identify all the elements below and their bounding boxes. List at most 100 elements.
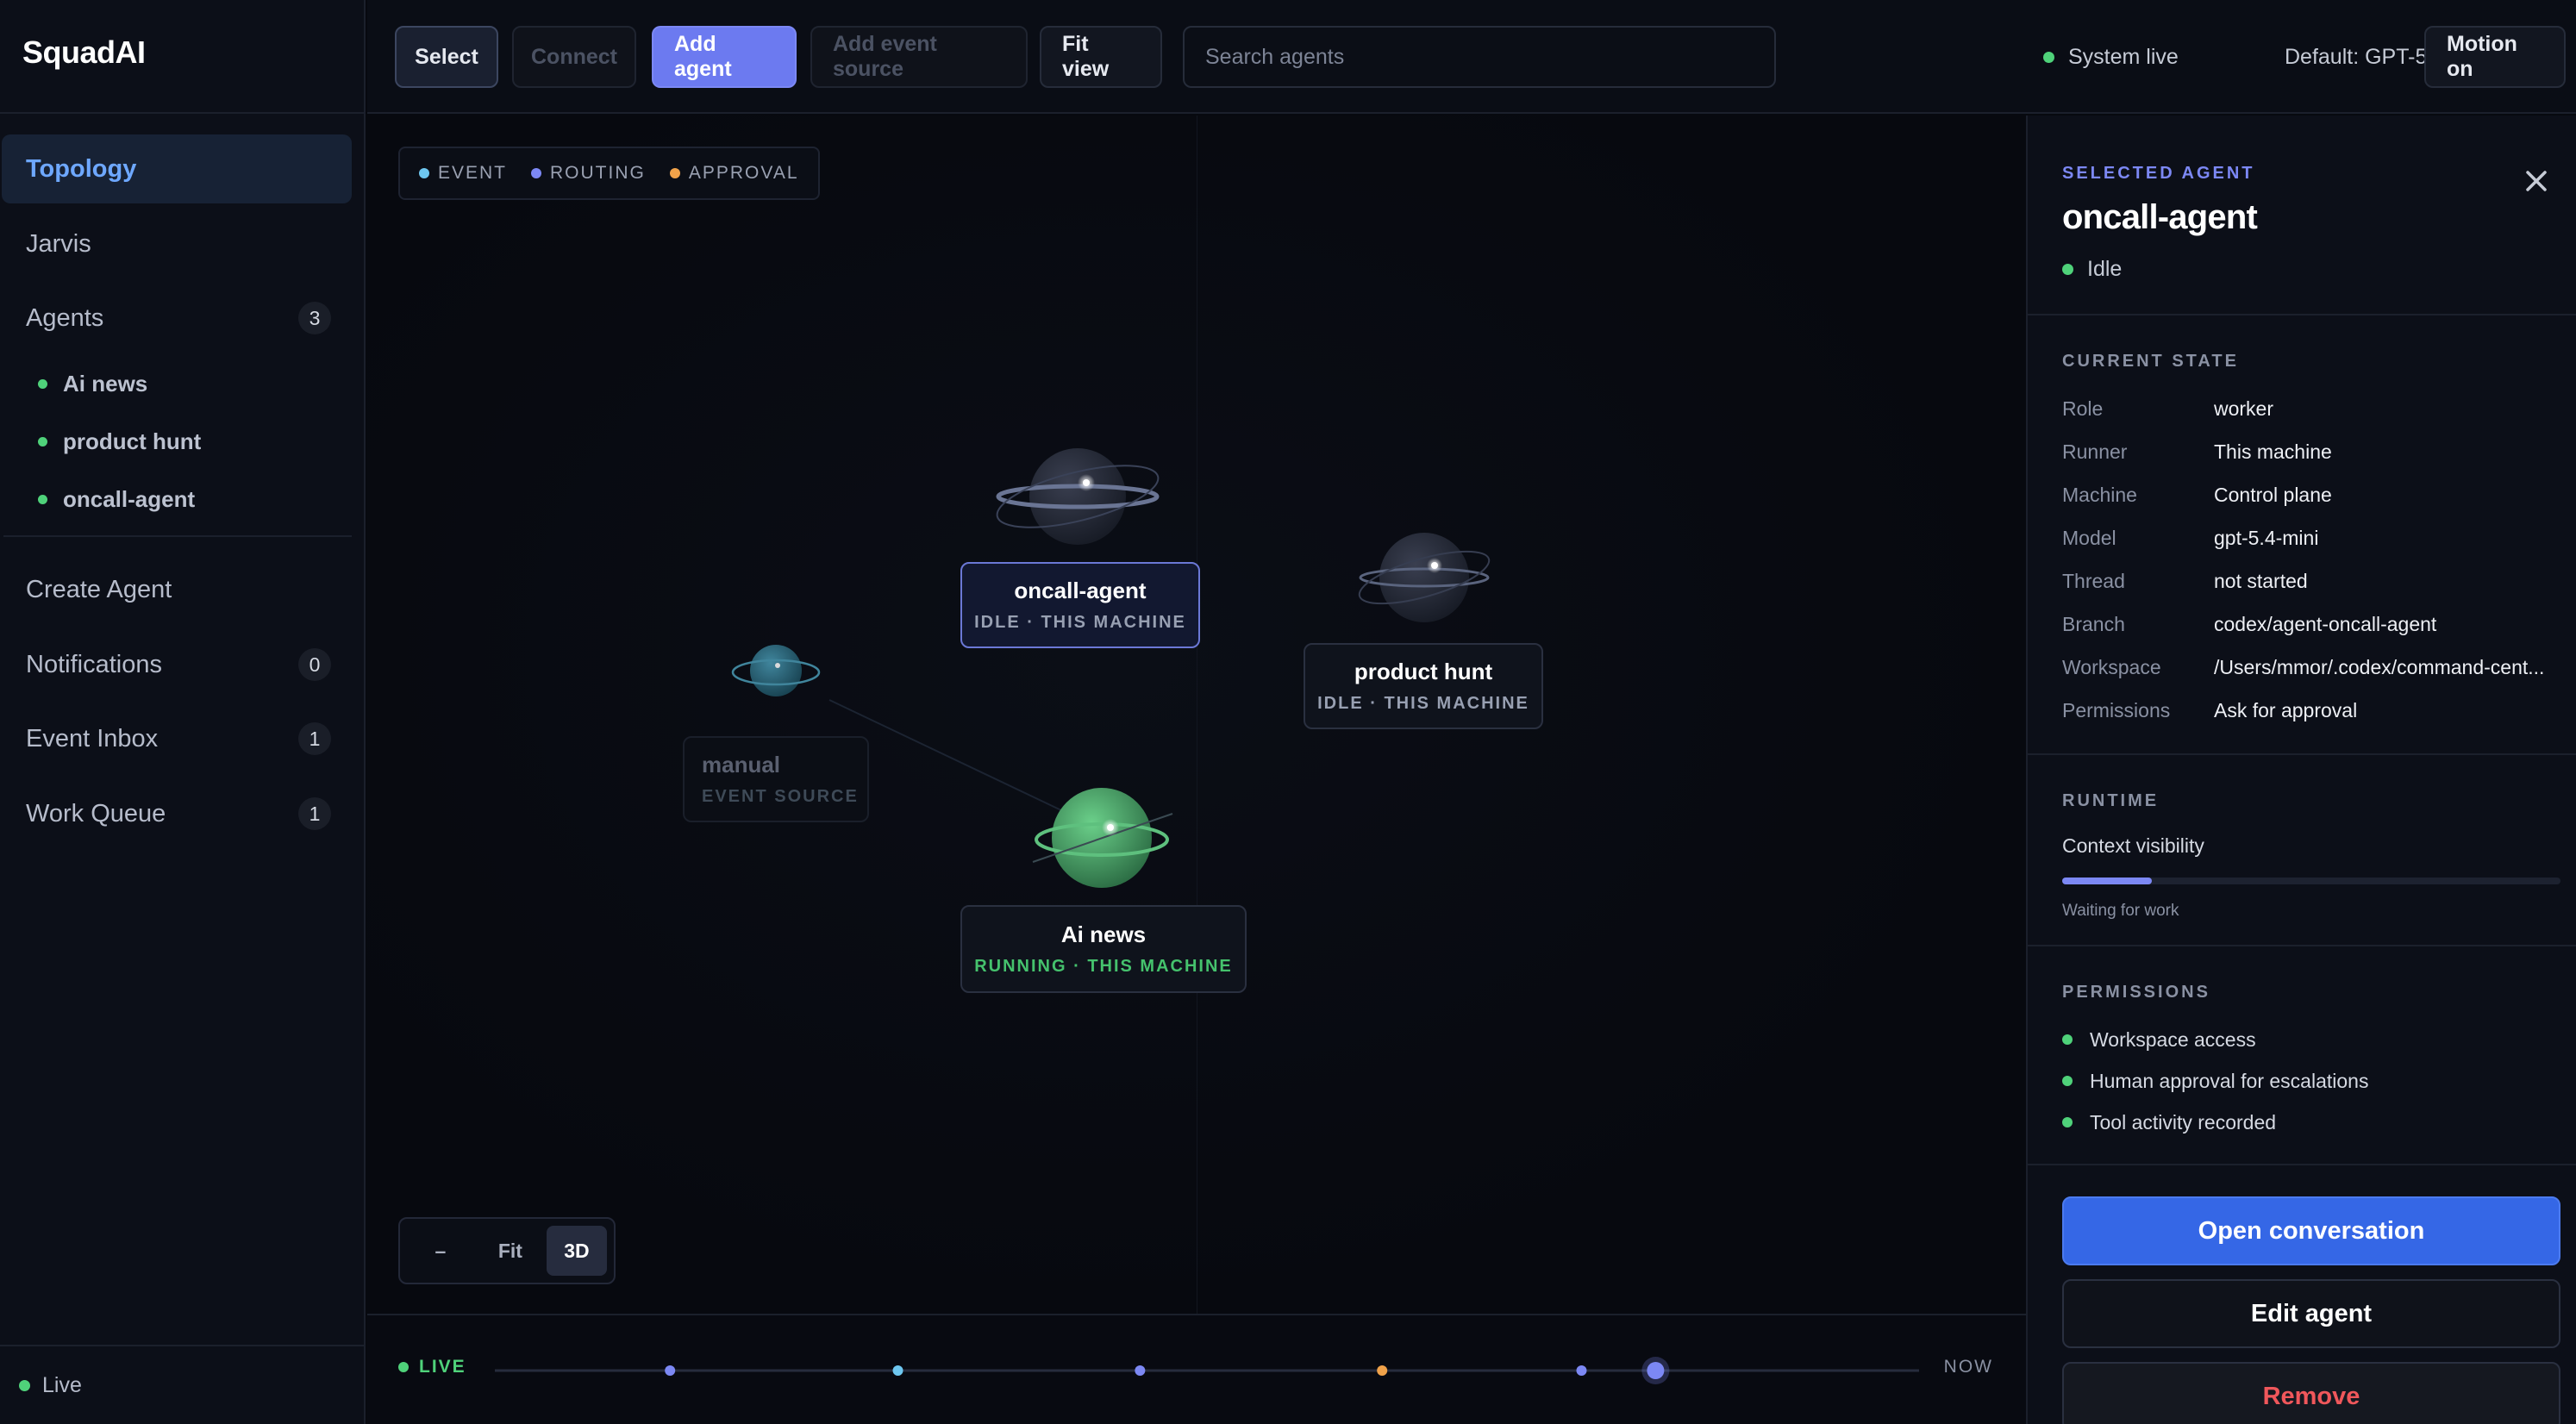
sidebar-item-label: Notifications bbox=[26, 650, 162, 678]
open-conversation-button[interactable]: Open conversation bbox=[2062, 1196, 2560, 1265]
timeline-current-event[interactable] bbox=[1647, 1362, 1665, 1379]
sidebar-item-topology[interactable]: Topology bbox=[2, 134, 352, 203]
zoom-controls: – Fit 3D bbox=[398, 1217, 616, 1284]
legend-item-approval: APPROVAL bbox=[669, 163, 799, 184]
sidebar-agent-product-hunt[interactable]: product hunt bbox=[38, 424, 201, 459]
planet-product-hunt[interactable] bbox=[1354, 533, 1494, 622]
permission-dot bbox=[2062, 1117, 2073, 1127]
live-status-dot bbox=[19, 1379, 30, 1391]
state-row-workspace: Workspace/Users/mmor/.codex/command-cent… bbox=[2062, 650, 2557, 684]
legend-swatch bbox=[669, 168, 680, 178]
sidebar-item-label: Agents bbox=[26, 303, 104, 332]
system-status: System live bbox=[2043, 26, 2179, 88]
section-title: CURRENT STATE bbox=[2062, 352, 2239, 371]
timeline-track[interactable] bbox=[367, 1315, 2026, 1424]
sidebar: SquadAI Topology Jarvis Agents 3 Ai news… bbox=[0, 0, 366, 1424]
permission-label: Workspace access bbox=[2090, 1027, 2256, 1051]
node-title: oncall-agent bbox=[1014, 578, 1147, 603]
planet-ai-news[interactable] bbox=[1032, 788, 1173, 888]
node-card-oncall-agent[interactable]: oncall-agent IDLE · THIS MACHINE bbox=[960, 562, 1200, 648]
add-event-source-button[interactable]: Add event source bbox=[810, 26, 1028, 88]
node-subtitle: RUNNING · THIS MACHINE bbox=[974, 957, 1233, 976]
edit-agent-button[interactable]: Edit agent bbox=[2062, 1279, 2560, 1348]
state-key: Runner bbox=[2062, 440, 2128, 463]
sidebar-item-notifications[interactable]: Notifications 0 bbox=[2, 630, 352, 699]
edge-manual-ai-news[interactable] bbox=[828, 699, 1080, 820]
selected-agent-name: oncall-agent bbox=[2062, 198, 2258, 236]
sidebar-item-agents[interactable]: Agents 3 bbox=[2, 284, 352, 353]
edge-legend: EVENT ROUTING APPROVAL bbox=[398, 147, 820, 200]
permissions-section: PERMISSIONS Workspace access Human appro… bbox=[2028, 946, 2576, 1165]
node-card-ai-news[interactable]: Ai news RUNNING · THIS MACHINE bbox=[960, 905, 1247, 993]
sidebar-agent-ai-news[interactable]: Ai news bbox=[38, 366, 147, 401]
timeline-now-label: NOW bbox=[1943, 1357, 1993, 1377]
context-visibility-fill bbox=[2062, 878, 2153, 884]
state-row-machine: Machine Control plane bbox=[2062, 478, 2557, 512]
state-value: gpt-5.4-mini bbox=[2214, 526, 2319, 549]
fit-view-button[interactable]: Fit view bbox=[1040, 26, 1162, 88]
state-key: Machine bbox=[2062, 483, 2137, 506]
status-dot bbox=[38, 494, 47, 504]
brand-logo[interactable]: SquadAI bbox=[22, 34, 146, 70]
search-agents-input[interactable] bbox=[1183, 26, 1776, 88]
selected-agent-eyebrow: SELECTED AGENT bbox=[2062, 164, 2255, 183]
legend-label: APPROVAL bbox=[688, 163, 799, 183]
sidebar-item-label: Topology bbox=[26, 154, 137, 183]
timeline-event-marker[interactable] bbox=[1135, 1365, 1146, 1376]
node-subtitle: IDLE · THIS MACHINE bbox=[974, 613, 1186, 632]
state-key: Branch bbox=[2062, 612, 2125, 635]
context-visibility-bar bbox=[2062, 878, 2560, 884]
work-queue-count-badge: 1 bbox=[298, 797, 331, 830]
sidebar-item-jarvis[interactable]: Jarvis bbox=[2, 209, 352, 278]
node-card-product-hunt[interactable]: product hunt IDLE · THIS MACHINE bbox=[1304, 643, 1543, 729]
state-key: Role bbox=[2062, 397, 2104, 420]
status-dot bbox=[2062, 264, 2073, 275]
agent-label: product hunt bbox=[63, 428, 202, 454]
agent-inspector: SELECTED AGENT oncall-agent Idle CURRENT… bbox=[2026, 116, 2576, 1424]
sidebar-item-create-agent[interactable]: Create Agent bbox=[2, 555, 352, 624]
state-value: not started bbox=[2214, 569, 2308, 592]
planet-oncall-agent[interactable] bbox=[991, 448, 1164, 545]
zoom-fit-button[interactable]: Fit bbox=[497, 1239, 522, 1262]
timeline-live-indicator: LIVE bbox=[398, 1357, 466, 1377]
sidebar-agent-oncall-agent[interactable]: oncall-agent bbox=[38, 482, 195, 516]
selected-agent-status: Idle bbox=[2062, 257, 2122, 282]
select-tool-button[interactable]: Select bbox=[395, 26, 498, 88]
timeline-event-marker[interactable] bbox=[1377, 1365, 1388, 1376]
timeline-event-marker[interactable] bbox=[892, 1365, 903, 1376]
motion-toggle-button[interactable]: Motion on bbox=[2424, 26, 2566, 88]
connect-tool-button[interactable]: Connect bbox=[512, 26, 636, 88]
node-title: manual bbox=[702, 752, 781, 778]
node-subtitle: IDLE · THIS MACHINE bbox=[1317, 694, 1529, 713]
live-status-label: Live bbox=[42, 1372, 82, 1397]
node-subtitle: EVENT SOURCE bbox=[702, 787, 859, 806]
legend-swatch bbox=[419, 168, 429, 178]
legend-label: ROUTING bbox=[550, 163, 646, 183]
sidebar-item-label: Event Inbox bbox=[26, 724, 159, 753]
add-agent-button[interactable]: Add agent bbox=[652, 26, 797, 88]
topology-canvas[interactable]: EVENT ROUTING APPROVAL bbox=[367, 116, 2026, 1314]
node-card-manual-event-source[interactable]: manual EVENT SOURCE bbox=[683, 736, 869, 822]
legend-label: EVENT bbox=[438, 163, 508, 183]
state-value: Control plane bbox=[2214, 483, 2332, 506]
state-value: codex/agent-oncall-agent bbox=[2214, 612, 2437, 635]
view-3d-toggle[interactable]: 3D bbox=[546, 1226, 607, 1276]
sidebar-item-label: Create Agent bbox=[26, 575, 172, 603]
zoom-out-button[interactable]: – bbox=[435, 1239, 447, 1262]
state-row-branch: Branch codex/agent-oncall-agent bbox=[2062, 607, 2557, 641]
timeline-event-marker[interactable] bbox=[665, 1365, 676, 1376]
system-live-dot bbox=[2043, 51, 2054, 63]
sidebar-item-label: Work Queue bbox=[26, 799, 166, 828]
permission-label: Tool activity recorded bbox=[2090, 1110, 2277, 1134]
remove-agent-button[interactable]: Remove bbox=[2062, 1362, 2560, 1424]
sidebar-item-event-inbox[interactable]: Event Inbox 1 bbox=[2, 704, 352, 773]
notifications-count-badge: 0 bbox=[298, 648, 331, 681]
close-icon[interactable] bbox=[2521, 166, 2552, 197]
state-key: Permissions bbox=[2062, 698, 2171, 721]
planet-manual-event-source[interactable] bbox=[731, 645, 821, 696]
timeline-event-marker[interactable] bbox=[1576, 1365, 1587, 1376]
sidebar-item-work-queue[interactable]: Work Queue 1 bbox=[2, 779, 352, 848]
